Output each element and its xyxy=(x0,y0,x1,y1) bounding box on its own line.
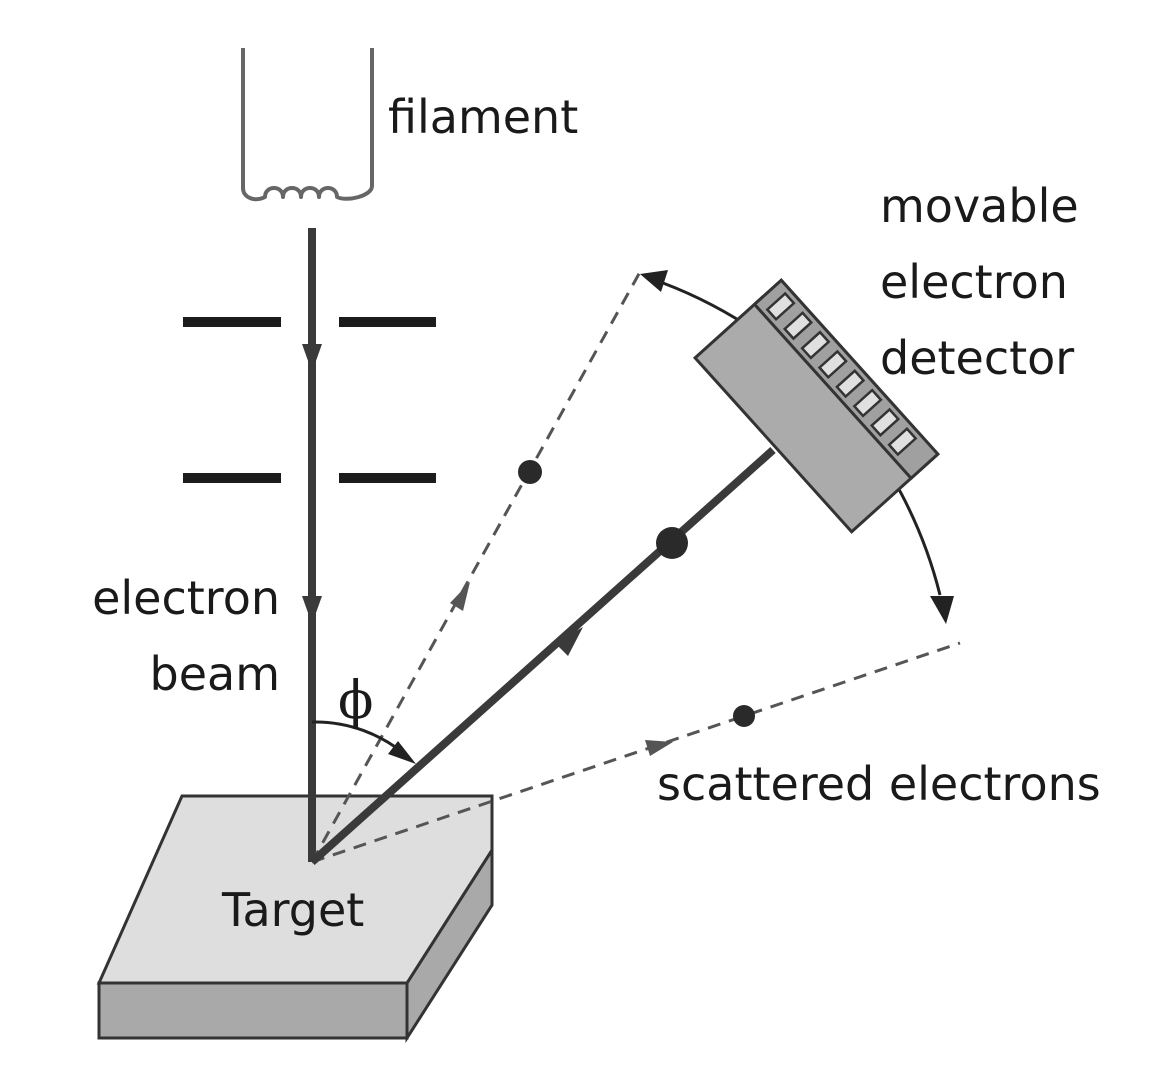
filament-icon xyxy=(241,48,374,202)
target-side-face xyxy=(97,981,409,1040)
beam-arrow-upper xyxy=(302,344,322,372)
electron-dot-detector xyxy=(656,527,688,559)
beam-arrow-lower xyxy=(302,596,322,624)
detector-cell xyxy=(887,427,918,457)
filament-label: filament xyxy=(388,90,578,144)
electron-beam-label-line1: electron xyxy=(92,571,280,625)
detector-cell xyxy=(852,388,883,418)
scattered-path-lower xyxy=(311,641,961,864)
target-label: Target xyxy=(221,883,364,937)
target-top-face xyxy=(96,794,494,985)
upper-path-arrow xyxy=(450,582,470,611)
detector-cell xyxy=(835,369,866,399)
lower-path-arrow xyxy=(645,740,673,756)
arc-arrow-bottom xyxy=(930,596,954,624)
detector-cells xyxy=(765,291,918,457)
detector-cell xyxy=(800,330,831,360)
electron-dot-upper xyxy=(518,460,542,484)
movable-electron-detector xyxy=(692,278,940,534)
detector-cell xyxy=(782,311,814,341)
angle-phi-label: ϕ xyxy=(338,671,373,731)
detector-label-line3: detector xyxy=(880,331,1074,385)
detector-path-arrow xyxy=(555,627,583,656)
angle-arrow xyxy=(388,741,416,764)
scattered-path-detector xyxy=(309,447,776,865)
detector-cell xyxy=(765,291,796,322)
detector-label-line2: electron xyxy=(880,255,1068,309)
scattered-path-upper xyxy=(310,271,642,863)
electron-beam-label-line2: beam xyxy=(150,647,281,701)
scattered-electrons-label: scattered electrons xyxy=(657,757,1101,811)
arc-arrow-top xyxy=(640,270,668,292)
detector-cell xyxy=(817,349,848,379)
electron-dot-lower xyxy=(733,705,755,727)
detector-cell xyxy=(869,407,901,437)
detector-label-line1: movable xyxy=(880,179,1079,233)
